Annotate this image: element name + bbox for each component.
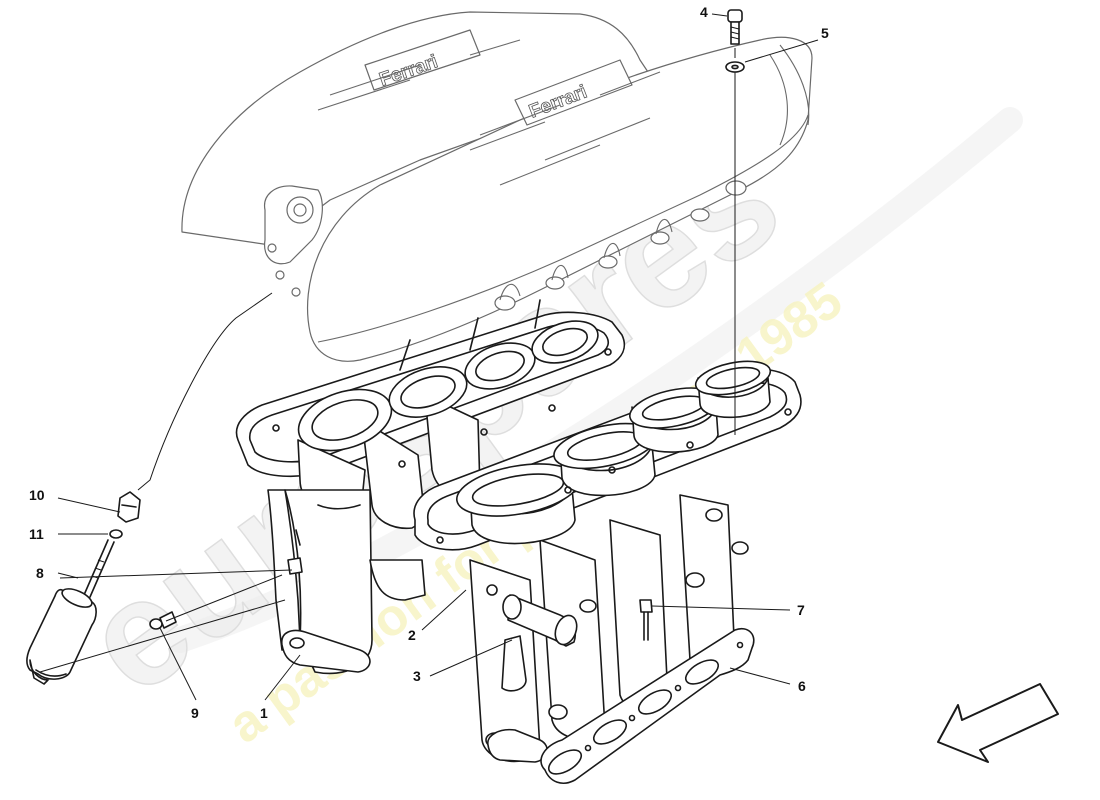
- callout-2: 2: [408, 627, 416, 643]
- bellmouth-trumpets: [455, 360, 772, 545]
- callout-7: 7: [797, 602, 805, 618]
- callout-3: 3: [413, 668, 421, 684]
- callout-11: 11: [29, 526, 44, 542]
- callout-9: 9: [191, 705, 199, 721]
- intake-plenum-covers: Ferrari Ferrari: [181, 11, 813, 362]
- callout-10: 10: [29, 487, 45, 503]
- cap-part-10: [117, 491, 141, 523]
- sensor-part-8: [26, 539, 115, 685]
- callout-labels: 1 2 3 4 5 6 7 8 9 10 11: [29, 4, 829, 721]
- seal-part-11: [109, 529, 123, 539]
- manifold-gasket: [540, 628, 755, 784]
- callout-1: 1: [260, 705, 268, 721]
- cover-bosses: [494, 180, 747, 311]
- stud-part-7: [639, 599, 653, 641]
- callout-8: 8: [36, 565, 44, 581]
- direction-arrow-icon: [937, 683, 1059, 763]
- water-elbow-fitting: [486, 584, 578, 692]
- throttle-body: [263, 185, 323, 297]
- callout-5: 5: [821, 25, 829, 41]
- bolt-part-4: [727, 9, 743, 45]
- callout-6: 6: [798, 678, 806, 694]
- callout-4: 4: [700, 4, 708, 20]
- washer-part-5: [725, 61, 745, 73]
- leader-lines: [39, 13, 819, 701]
